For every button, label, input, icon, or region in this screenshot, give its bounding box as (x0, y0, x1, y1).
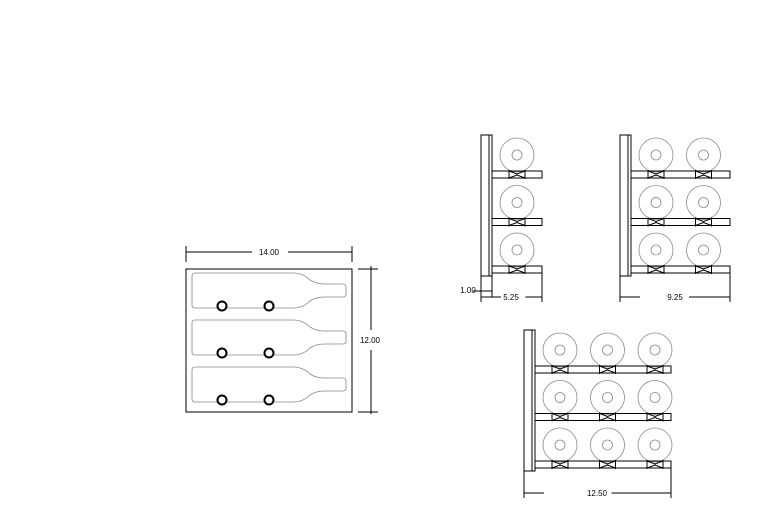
bottle-end (499, 232, 535, 268)
bottle-end (638, 185, 674, 220)
wall-board (619, 134, 629, 277)
bottle-punt (602, 344, 613, 356)
rack-small-side-view (473, 134, 543, 302)
bottle-end (542, 332, 578, 368)
wall-board (523, 329, 533, 472)
rod-collar (646, 413, 664, 421)
support-rod (491, 218, 543, 226)
rod-collar (647, 265, 665, 274)
rod-collar (646, 460, 664, 469)
mounting-hole (263, 347, 275, 359)
panel-outline (185, 268, 353, 413)
rod-collar (646, 365, 664, 374)
front-view-panel (185, 246, 378, 414)
bottle-end (499, 137, 535, 173)
bottle-punt (650, 197, 662, 208)
bottle-end (637, 380, 673, 415)
rack-medium-width-label: 9.25 (667, 293, 683, 302)
support-rod (491, 170, 543, 179)
bottle-end (638, 137, 674, 173)
rack-medium-side-view (619, 134, 731, 302)
rod-collar (599, 460, 616, 469)
rod-collar (551, 413, 569, 421)
bottle-end (638, 232, 674, 268)
bottle-end (542, 380, 578, 415)
rod-collar (647, 170, 665, 179)
rod-collar (508, 218, 526, 226)
bottle-punt (698, 197, 709, 208)
front-height-label: 12.00 (360, 336, 381, 345)
bottle-punt (511, 244, 523, 256)
bottle-punt (698, 244, 709, 256)
bottle-punt (511, 149, 523, 161)
support-rod (630, 265, 731, 274)
rack-large-side-view (523, 329, 673, 498)
board-strip (627, 134, 632, 277)
rod-collar (508, 170, 526, 179)
support-rod (491, 265, 543, 274)
bottle-end (686, 185, 721, 220)
bottle-punt (554, 439, 566, 451)
bottle-punt (650, 244, 662, 256)
bottle-cutout-outline (191, 366, 347, 403)
bottle-end (590, 380, 625, 415)
bottle-punt (511, 197, 523, 208)
mounting-hole (216, 300, 228, 312)
board-strip (488, 134, 493, 277)
bottle-end (542, 427, 578, 463)
rod-collar (695, 218, 712, 226)
bottle-punt (554, 344, 566, 356)
board-strip (531, 329, 536, 472)
bottle-end (590, 427, 625, 463)
bottle-punt (554, 392, 566, 403)
rod-collar (695, 170, 712, 179)
bottle-punt (649, 439, 661, 451)
bottle-end (590, 332, 625, 368)
wall-board (480, 134, 490, 277)
bottle-end (637, 332, 673, 368)
rack-large-width-label: 12.50 (587, 489, 608, 498)
rack-small-board-label: 1.00 (460, 286, 476, 295)
bottle-punt (602, 439, 613, 451)
bottle-end (686, 232, 721, 268)
support-rod (630, 170, 731, 179)
bottle-cutout-outline (191, 319, 347, 356)
bottle-end (686, 137, 721, 173)
mounting-hole (216, 394, 228, 406)
rod-collar (551, 460, 569, 469)
rod-collar (599, 365, 616, 374)
support-rod (534, 460, 672, 469)
rod-collar (599, 413, 616, 421)
bottle-punt (649, 392, 661, 403)
support-rod (630, 218, 731, 226)
mounting-hole (263, 394, 275, 406)
front-width-label: 14.00 (259, 248, 280, 257)
bottle-punt (649, 344, 661, 356)
bottle-end (637, 427, 673, 463)
rod-collar (695, 265, 712, 274)
mounting-hole (216, 347, 228, 359)
bottle-punt (602, 392, 613, 403)
bottle-end (499, 185, 535, 220)
support-rod (534, 413, 672, 421)
bottle-punt (698, 149, 709, 161)
rod-collar (508, 265, 526, 274)
rod-collar (647, 218, 665, 226)
bottle-punt (650, 149, 662, 161)
mounting-hole (263, 300, 275, 312)
rack-small-width-label: 5.25 (503, 293, 519, 302)
bottle-cutout-outline (191, 272, 347, 309)
rod-collar (551, 365, 569, 374)
support-rod (534, 365, 672, 374)
